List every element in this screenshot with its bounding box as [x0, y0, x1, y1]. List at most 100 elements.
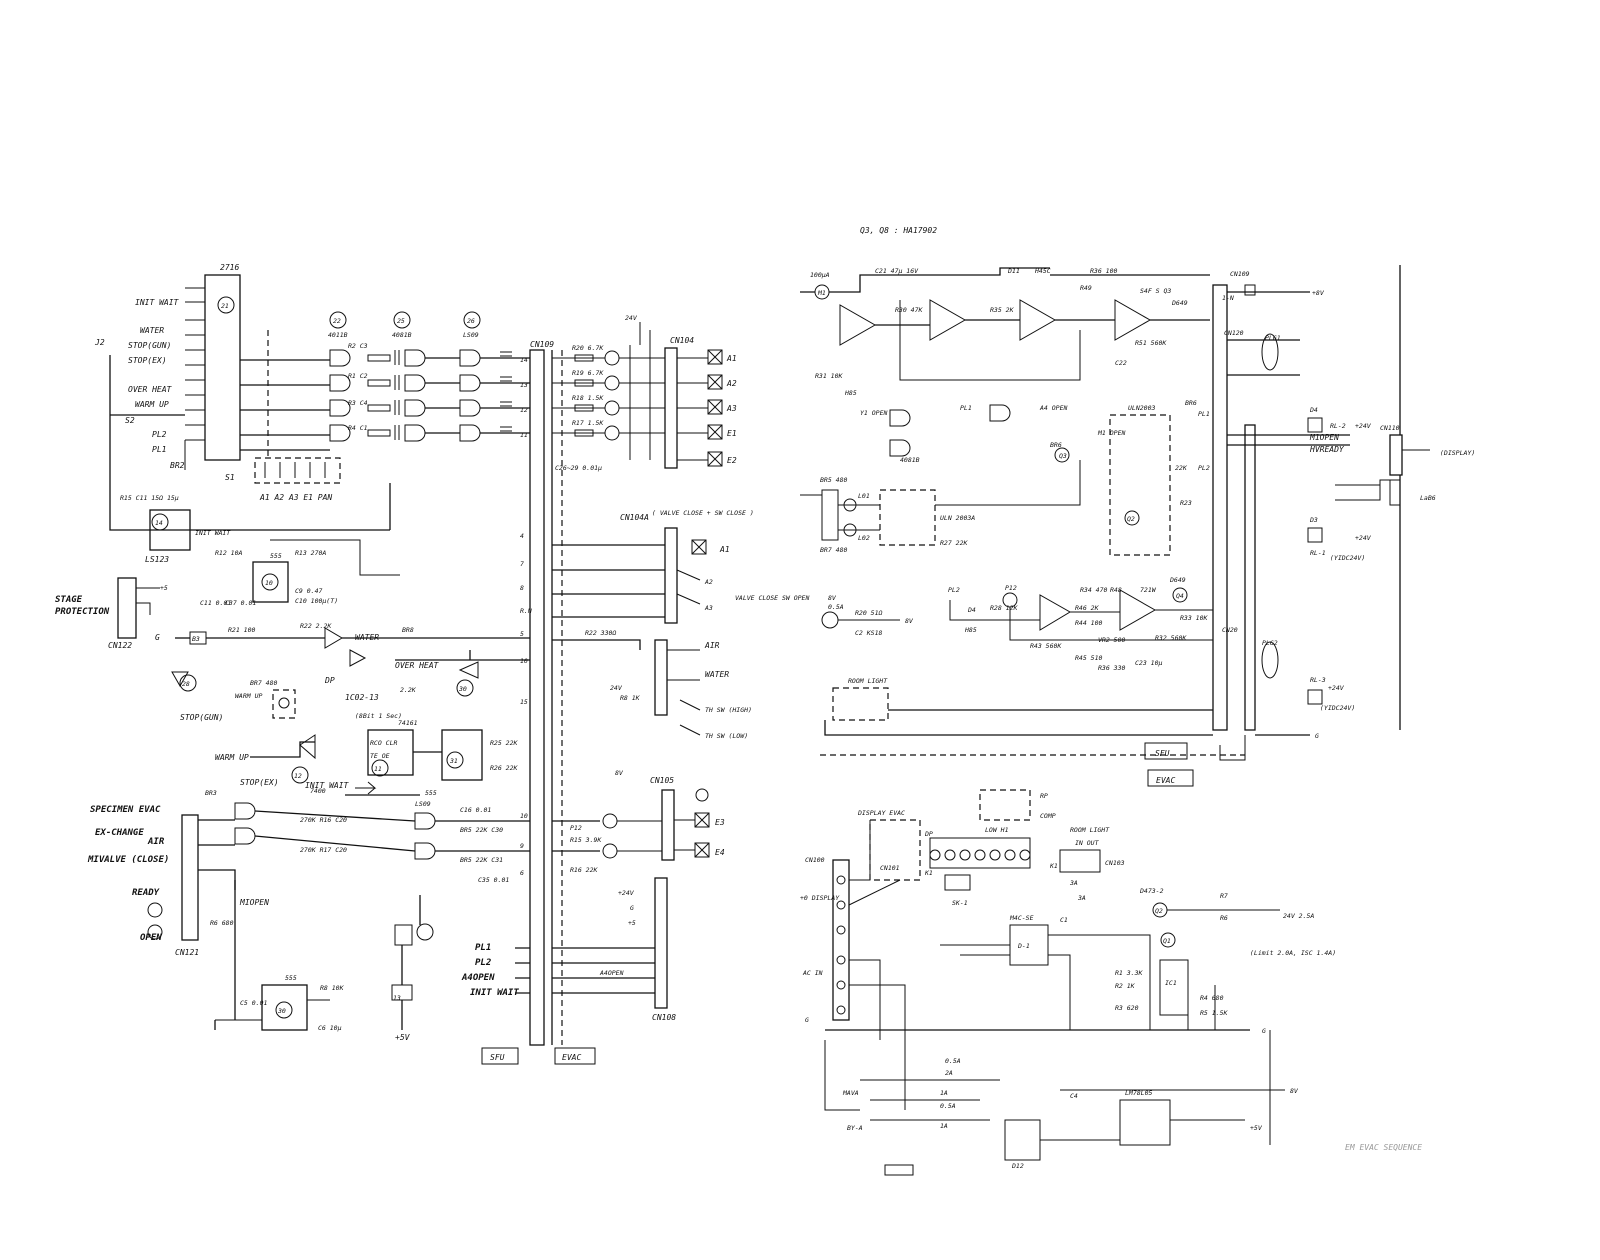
svg-text:C6 10μ: C6 10μ	[318, 1024, 342, 1032]
svg-text:R1 C2: R1 C2	[348, 372, 368, 380]
cn105-label: CN105	[650, 776, 674, 785]
svg-text:R20 51Ω: R20 51Ω	[855, 609, 882, 617]
svg-text:G: G	[630, 904, 634, 912]
svg-text:1C02-13: 1C02-13	[345, 693, 379, 702]
svg-text:PL1: PL1	[475, 943, 491, 953]
cn108-label: CN108	[652, 1013, 676, 1022]
svg-text:R.N: R.N	[520, 607, 532, 615]
svg-text:RL-1: RL-1	[1310, 549, 1326, 557]
svg-text:+8V: +8V	[1312, 289, 1325, 297]
svg-text:ULN2003: ULN2003	[1128, 404, 1155, 412]
svg-text:D3: D3	[1309, 516, 1318, 524]
svg-text:2.2K: 2.2K	[400, 686, 417, 694]
svg-text:1A: 1A	[940, 1089, 948, 1097]
svg-text:K1: K1	[1049, 862, 1058, 870]
cn104-connector	[664, 347, 678, 469]
svg-text:BR7 480: BR7 480	[820, 546, 847, 554]
svg-text:TE OE: TE OE	[370, 752, 390, 760]
svg-text:C11 0.01: C11 0.01	[200, 599, 231, 607]
svg-text:14: 14	[155, 519, 163, 527]
timer-555-ic30	[261, 984, 308, 1031]
svg-text:R19 6.7K: R19 6.7K	[572, 369, 604, 377]
svg-text:P12: P12	[1005, 584, 1017, 592]
svg-text:R22 2.2K: R22 2.2K	[300, 622, 332, 630]
svg-text:1A: 1A	[940, 1122, 948, 1130]
svg-text:CN103: CN103	[1105, 859, 1125, 867]
svg-text:M4C-SE: M4C-SE	[1009, 914, 1034, 922]
svg-text:R6: R6	[1220, 914, 1228, 922]
svg-text:555: 555	[270, 552, 282, 560]
svg-text:CN110: CN110	[1380, 424, 1400, 432]
svg-text:S4F S Q3: S4F S Q3	[1140, 287, 1171, 295]
svg-text:LOW H1: LOW H1	[985, 826, 1009, 834]
svg-text:A4 OPEN: A4 OPEN	[1039, 404, 1067, 412]
svg-text:31: 31	[449, 757, 458, 765]
relay-outputs	[677, 349, 723, 467]
svg-text:Q2: Q2	[1155, 907, 1163, 915]
svg-text:K1: K1	[924, 869, 933, 877]
svg-text:PL1: PL1	[960, 404, 972, 412]
svg-text:HVREADY: HVREADY	[1309, 445, 1345, 454]
eprom-2716	[204, 274, 241, 461]
svg-text:R6 680: R6 680	[210, 919, 234, 927]
svg-text:L02: L02	[858, 534, 870, 542]
svg-text:2A: 2A	[945, 1069, 953, 1077]
ic-25-num: 25	[397, 317, 405, 325]
input-water: WATER	[140, 326, 164, 335]
relay-terminal-row	[929, 849, 1031, 861]
svg-text:8V: 8V	[905, 617, 914, 625]
cn100-connector	[832, 859, 850, 1021]
tag-sfu-left	[481, 1047, 519, 1065]
svg-text:(DISPLAY): (DISPLAY)	[1440, 449, 1475, 457]
svg-text:IC1: IC1	[1165, 979, 1177, 987]
svg-text:PLG1: PLG1	[1265, 334, 1281, 342]
svg-text:(8Bit 1 Sec): (8Bit 1 Sec)	[355, 712, 402, 720]
input-stop-ex: STOP(EX)	[128, 356, 167, 365]
svg-text:A4OPEN: A4OPEN	[461, 973, 495, 983]
svg-text:G: G	[1315, 732, 1319, 740]
svg-text:R48: R48	[1110, 586, 1122, 594]
warm-up-led	[272, 689, 296, 719]
opamp-q7	[1019, 299, 1057, 341]
tag-evac-left	[554, 1047, 596, 1065]
ic-22-num: 22	[333, 317, 341, 325]
svg-text:R7: R7	[1220, 892, 1228, 900]
ic-21-marker	[217, 296, 235, 314]
svg-text:C23 10μ: C23 10μ	[1135, 659, 1162, 667]
relay-a2: A2	[726, 379, 737, 388]
label-specimen-evac: SPECIMEN EVAC	[90, 805, 161, 815]
label-mivalve-close: MIVALVE (CLOSE)	[87, 855, 169, 865]
timer-555-ic10	[252, 561, 289, 603]
label-water-out: WATER	[705, 670, 729, 679]
svg-text:RCO CLR: RCO CLR	[370, 739, 397, 747]
svg-text:MIOPEN: MIOPEN	[239, 898, 269, 907]
svg-text:ULN 2003A: ULN 2003A	[940, 514, 975, 522]
svg-text:C5 0.01: C5 0.01	[240, 999, 267, 1007]
svg-text:BR7 480: BR7 480	[250, 679, 277, 687]
svg-text:R8 10K: R8 10K	[320, 984, 345, 992]
svg-text:R4 680: R4 680	[1200, 994, 1224, 1002]
cn105-connector	[661, 789, 675, 861]
svg-text:0.5A: 0.5A	[940, 1102, 956, 1110]
svg-text:11: 11	[374, 765, 382, 773]
svg-text:24V: 24V	[610, 684, 623, 692]
svg-text:10: 10	[520, 657, 528, 665]
svg-text:A2: A2	[704, 578, 713, 586]
svg-text:R12 10A: R12 10A	[215, 549, 242, 557]
svg-text:R23: R23	[1180, 499, 1192, 507]
cn104a-label: CN104A	[620, 513, 649, 522]
relay-a3: A3	[726, 404, 737, 413]
svg-text:22K: 22K	[1175, 464, 1188, 472]
ic-21-num: 21	[221, 302, 229, 310]
svg-text:R20 6.7K: R20 6.7K	[572, 344, 604, 352]
svg-text:270K R16 C20: 270K R16 C20	[300, 816, 347, 824]
svg-text:C37 0.01: C37 0.01	[225, 599, 256, 607]
ic-22-type: 4011B	[328, 331, 348, 339]
svg-text:BR8: BR8	[402, 626, 414, 634]
svg-text:Y1 OPEN: Y1 OPEN	[860, 409, 887, 417]
svg-text:D12: D12	[1011, 1162, 1024, 1170]
svg-text:3A: 3A	[1077, 894, 1086, 902]
driver-transistors	[552, 350, 620, 441]
svg-text:(Limit 2.0A, ISC 1.4A): (Limit 2.0A, ISC 1.4A)	[1250, 949, 1336, 957]
switch-s2: S2	[125, 416, 135, 425]
